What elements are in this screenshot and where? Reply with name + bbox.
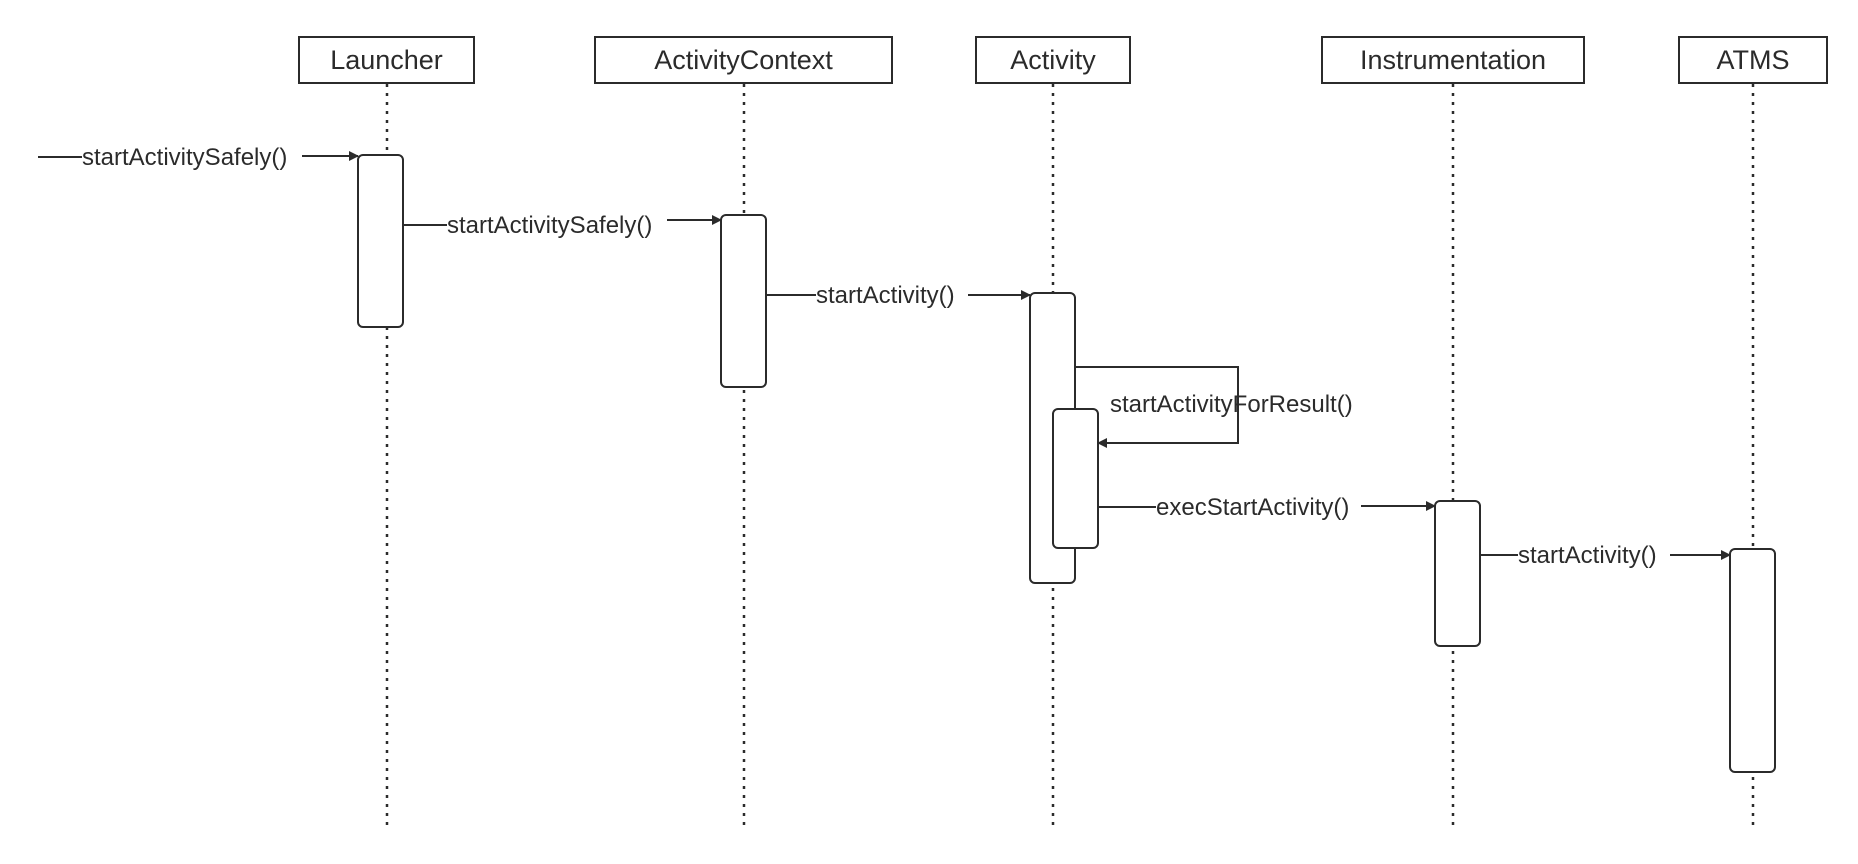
message-label: startActivitySafely() (447, 212, 652, 239)
participant-label: Launcher (330, 45, 443, 75)
activation-bar-atms (1729, 548, 1776, 773)
message-label: startActivity() (816, 282, 955, 309)
message-start-activity-safely-2: startActivitySafely() (403, 212, 722, 239)
participant-label: Instrumentation (1360, 45, 1546, 75)
message-label: execStartActivity() (1156, 494, 1349, 521)
message-label: startActivity() (1518, 542, 1657, 569)
participant-label: Activity (1010, 45, 1096, 75)
message-start-activity-safely-1: startActivitySafely() (38, 144, 359, 171)
participant-activity-context: ActivityContext (594, 36, 893, 84)
participant-label: ActivityContext (654, 45, 833, 75)
activation-bar-launcher (357, 154, 404, 328)
message-label: startActivitySafely() (82, 144, 287, 171)
activation-bar-activity-context (720, 214, 767, 388)
participant-instrumentation: Instrumentation (1321, 36, 1585, 84)
message-start-activity-2: startActivity() (1480, 542, 1731, 569)
activation-bar-activity-nested (1052, 408, 1099, 549)
participant-activity: Activity (975, 36, 1131, 84)
message-start-activity-1: startActivity() (766, 282, 1031, 309)
message-label: startActivityForResult() (1110, 391, 1353, 418)
activation-bar-instrumentation (1434, 500, 1481, 647)
participant-atms: ATMS (1678, 36, 1828, 84)
participant-label: ATMS (1717, 45, 1790, 75)
message-start-activity-for-result: startActivityForResult() (1075, 366, 1353, 448)
participant-launcher: Launcher (298, 36, 475, 84)
message-exec-start-activity: execStartActivity() (1098, 494, 1436, 521)
